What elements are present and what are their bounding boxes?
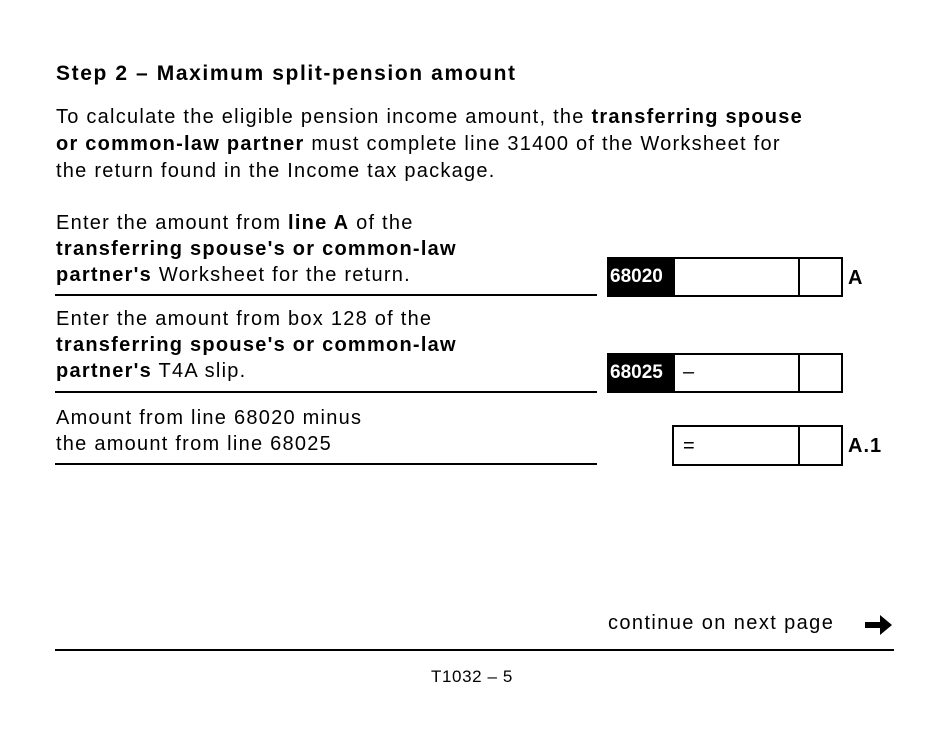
intro-text: To calculate the eligible pension income… xyxy=(56,106,592,128)
page-number: T1032 – 5 xyxy=(431,667,513,686)
row-68025-description: Enter the amount from box 128 of the tra… xyxy=(56,306,457,384)
desc-bold: transferring spouse's or common-law xyxy=(56,334,457,356)
row-68020-description: Enter the amount from line A of the tran… xyxy=(56,210,457,288)
cents-divider xyxy=(798,355,800,391)
right-arrow-icon xyxy=(865,615,892,635)
desc-bold: line A xyxy=(288,212,350,234)
desc-text: Enter the amount from box 128 of the xyxy=(56,308,433,330)
equals-sign: = xyxy=(683,435,695,457)
line-code: 68025 xyxy=(607,353,675,393)
desc-text: Worksheet for the return. xyxy=(152,264,411,286)
line-68025-field[interactable]: 68025 – xyxy=(607,353,843,393)
row-divider xyxy=(55,391,597,393)
desc-bold: transferring spouse's or common-law xyxy=(56,238,457,260)
intro-text: the return found in the Income tax packa… xyxy=(56,160,496,182)
row-a1-description: Amount from line 68020 minus the amount … xyxy=(56,405,362,457)
intro-paragraph: To calculate the eligible pension income… xyxy=(56,104,803,185)
desc-text: of the xyxy=(349,212,414,234)
desc-text: the amount from line 68025 xyxy=(56,433,332,455)
desc-text: T4A slip. xyxy=(152,360,247,382)
line-label-a1: A.1 xyxy=(848,435,883,457)
desc-text: Enter the amount from xyxy=(56,212,289,234)
desc-bold: partner's xyxy=(56,264,153,286)
row-divider xyxy=(55,463,597,465)
line-label-a: A xyxy=(848,267,864,289)
intro-bold: transferring spouse xyxy=(591,106,804,128)
desc-text: Amount from line 68020 minus xyxy=(56,407,363,429)
cents-divider xyxy=(798,427,800,464)
line-68020-field[interactable]: 68020 xyxy=(607,257,843,297)
intro-bold: or common-law partner xyxy=(56,133,305,155)
line-code: 68020 xyxy=(607,257,675,297)
continue-text: continue on next page xyxy=(608,612,835,634)
footer-divider xyxy=(55,649,894,651)
continue-on-next-page: continue on next page xyxy=(608,612,834,635)
intro-text: must complete line 31400 of the Workshee… xyxy=(304,133,781,155)
section-heading: Step 2 – Maximum split-pension amount xyxy=(56,62,517,85)
row-divider xyxy=(55,294,597,296)
minus-sign: – xyxy=(683,361,695,383)
line-a1-field[interactable]: = xyxy=(672,425,843,466)
desc-bold: partner's xyxy=(56,360,153,382)
cents-divider xyxy=(798,259,800,295)
